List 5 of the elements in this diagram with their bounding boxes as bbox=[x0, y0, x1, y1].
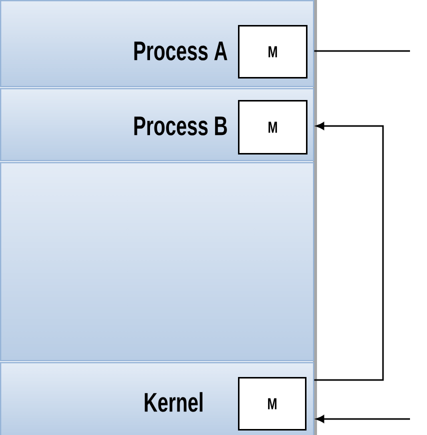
arrow bbox=[316, 415, 410, 423]
message-box: M bbox=[238, 25, 308, 78]
message-box: M bbox=[238, 100, 308, 154]
message-box: M bbox=[238, 377, 306, 430]
arrow bbox=[314, 122, 384, 381]
